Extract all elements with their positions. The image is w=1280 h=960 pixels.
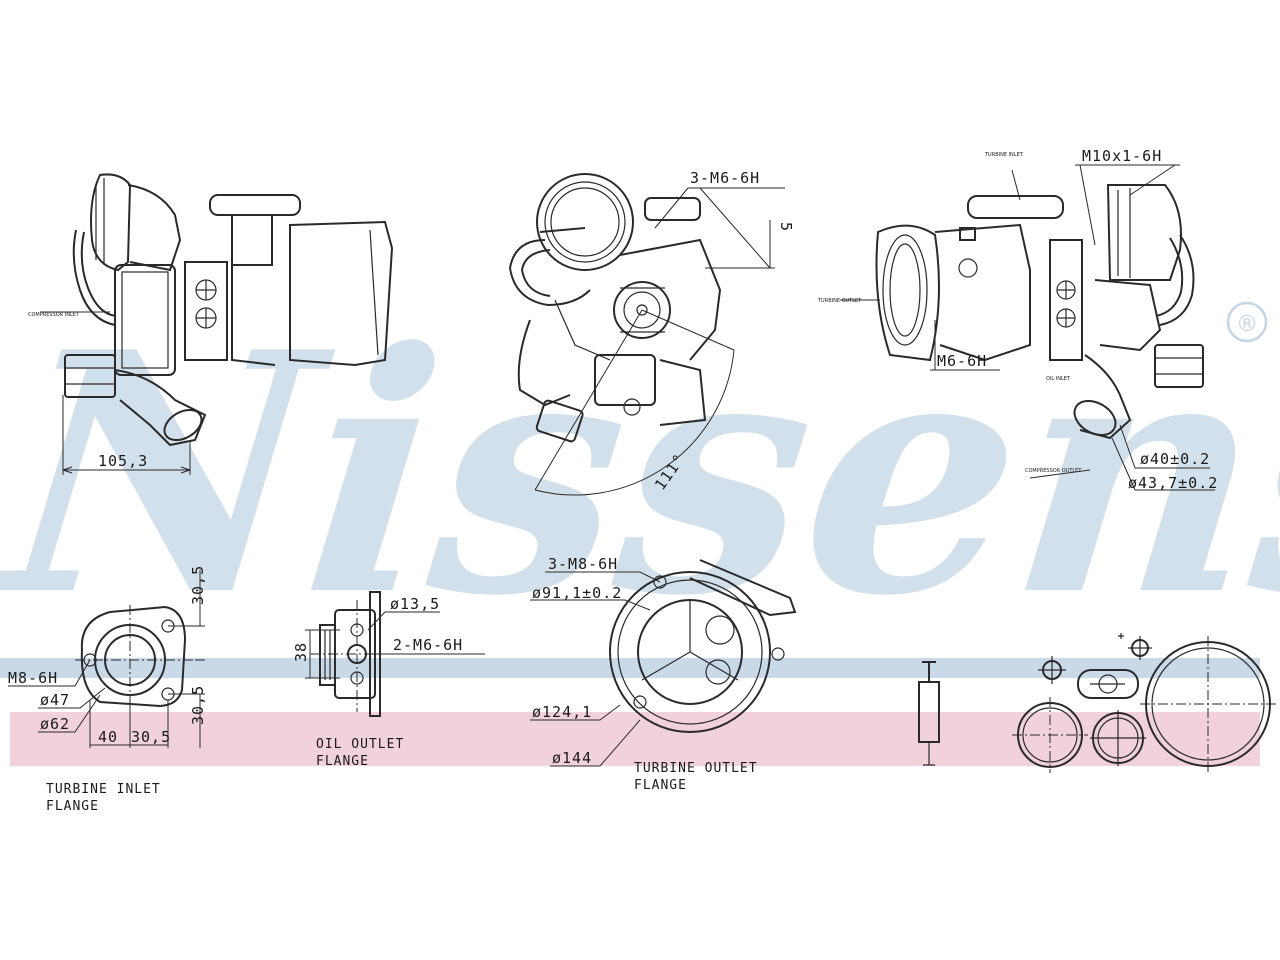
label-oil-inlet: OIL INLET: [1046, 376, 1071, 382]
dim-outlet-d1241: ø124,1: [532, 703, 592, 721]
dim-top-small: 5: [777, 222, 795, 232]
dim-d40: ø40±0.2: [1140, 450, 1210, 468]
dim-inlet-h305-bot: 30,5: [189, 685, 207, 725]
dim-outlet-thread: 3-M8-6H: [548, 555, 618, 573]
dim-oil-thread: 2-M6-6H: [393, 636, 463, 654]
turbo-rear-view: M10x1-6H TURBINE INLET M6-6H TURBINE OUT…: [817, 147, 1218, 492]
dim-outlet-d144: ø144: [552, 749, 592, 767]
label-turbine-outlet: TURBINE OUTLET: [817, 298, 862, 304]
dim-m10-thread: M10x1-6H: [1082, 147, 1162, 165]
dim-inlet-thread: M8-6H: [8, 669, 58, 687]
dim-top-thread: 3-M6-6H: [690, 169, 760, 187]
dim-outlet-d911: ø91,1±0.2: [532, 584, 622, 602]
caption-oil-2: FLANGE: [316, 754, 369, 769]
dim-inlet-w40: 40: [98, 728, 118, 746]
dim-inlet-w305: 30,5: [131, 728, 171, 746]
oil-outlet-flange: 38 ø13,5 2-M6-6H OIL OUTLET FLANGE: [292, 591, 485, 769]
blue-band: [0, 658, 1260, 678]
caption-outlet-2: FLANGE: [634, 778, 687, 793]
caption-inlet-2: FLANGE: [46, 799, 99, 814]
label-compressor-inlet: COMPRESSOR INLET: [28, 312, 80, 318]
watermark-text: Nissens: [0, 281, 1280, 669]
dim-d43: ø43,7±0.2: [1128, 474, 1218, 492]
dim-inlet-d47: ø47: [40, 691, 70, 709]
dim-m6-thread: M6-6H: [937, 352, 987, 370]
dim-oil-h38: 38: [292, 642, 310, 662]
caption-oil-1: OIL OUTLET: [316, 737, 404, 752]
dim-oil-d135: ø13,5: [390, 595, 440, 613]
caption-inlet-1: TURBINE INLET: [46, 782, 161, 797]
turbo-side-view: 105,3 COMPRESSOR INLET: [28, 173, 394, 475]
turbine-outlet-flange: 3-M8-6H ø91,1±0.2 ø124,1 ø144 TURBINE OU…: [530, 555, 797, 793]
pink-band: [10, 712, 1260, 766]
registered-mark: ®: [1236, 312, 1258, 337]
dim-inlet-h305-top: 30,5: [189, 565, 207, 605]
label-compressor-outlet: COMPRESSOR OUTLET: [1025, 468, 1082, 474]
accessory-parts: [918, 633, 1276, 773]
label-turbine-inlet: TURBINE INLET: [984, 152, 1024, 158]
registered-mark-circle: [1226, 301, 1268, 343]
dim-inlet-d62: ø62: [40, 715, 70, 733]
caption-outlet-1: TURBINE OUTLET: [634, 761, 758, 776]
dim-side-width: 105,3: [98, 452, 148, 470]
turbine-inlet-flange: 30,5 30,5 M8-6H ø47 ø62 40 30,5 TURBINE …: [8, 565, 207, 814]
